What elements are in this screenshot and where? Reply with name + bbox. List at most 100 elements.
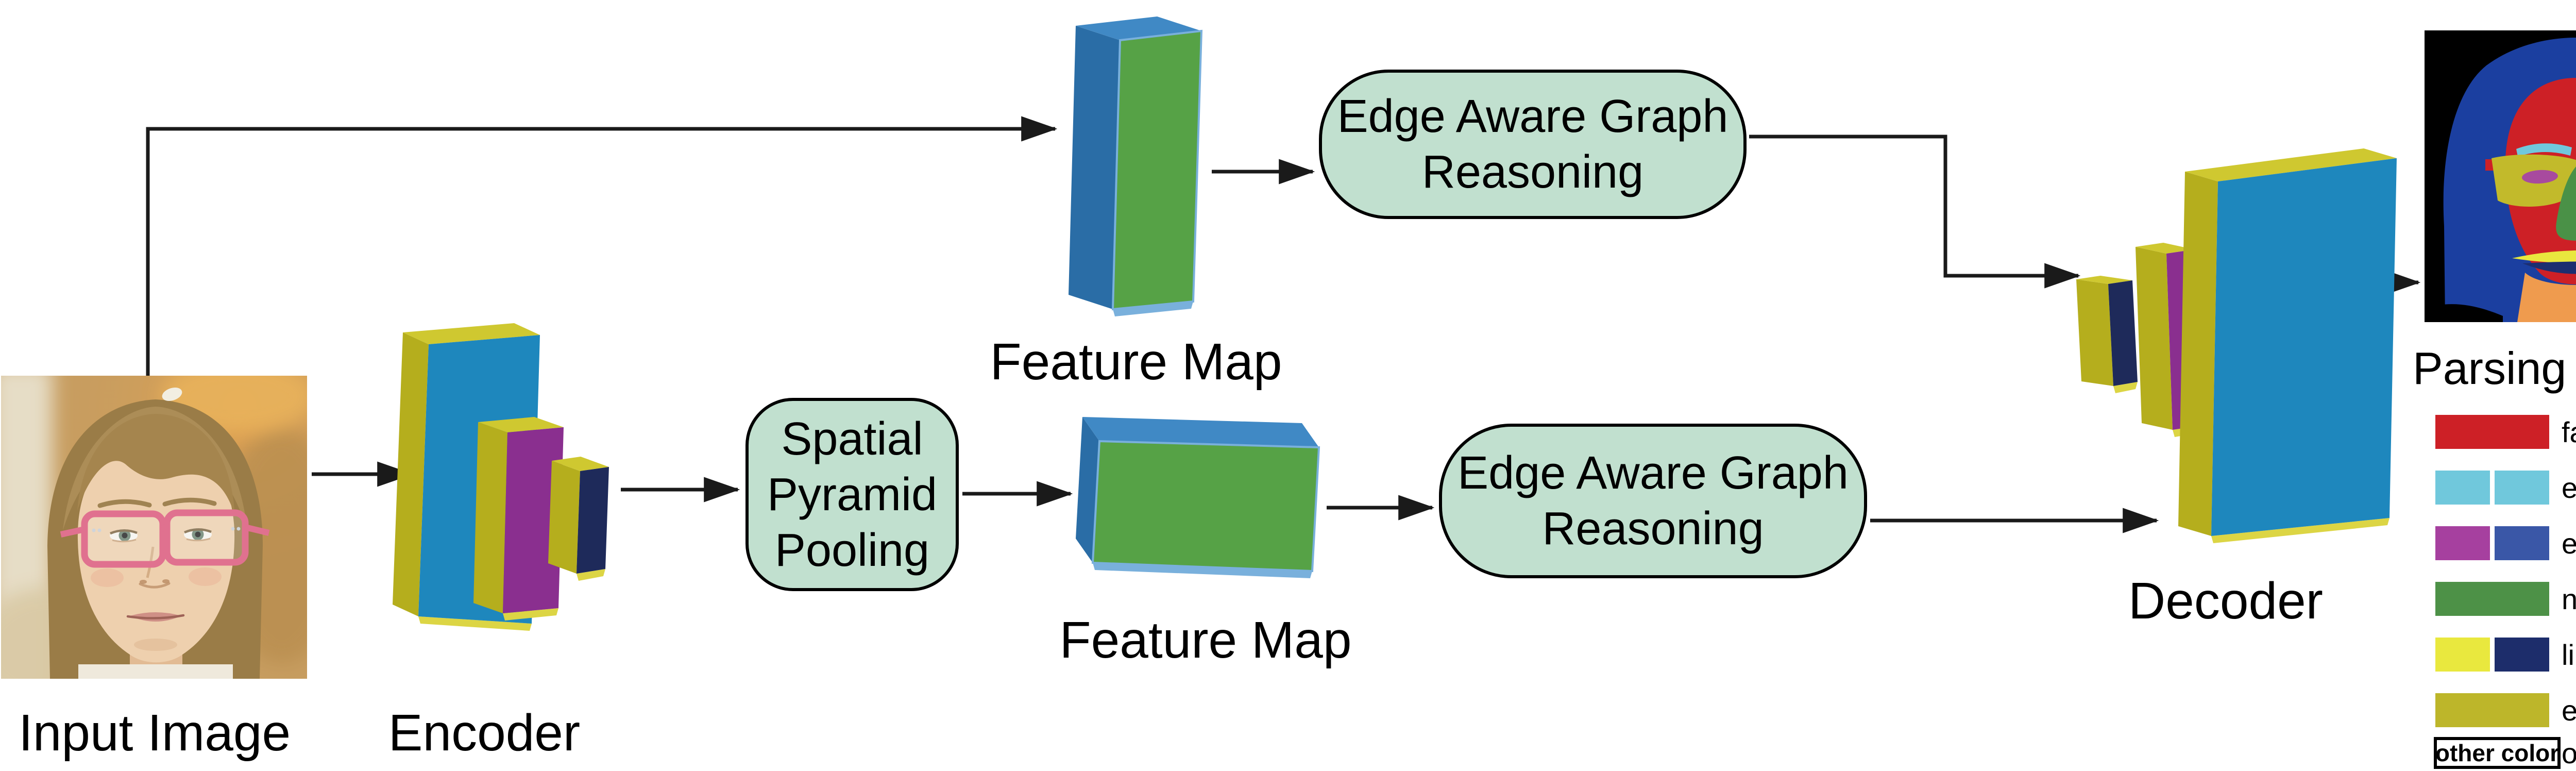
encoder-label: Encoder xyxy=(388,704,581,762)
legend-swatch-lips-2 xyxy=(2495,638,2549,672)
feature-map-top-slab-side-face xyxy=(1069,26,1120,309)
spp-line-3: Pooling xyxy=(774,524,930,576)
encoder-slab-purple xyxy=(473,417,564,621)
feature-map-bottom-slab-bottom-edge xyxy=(1093,563,1312,578)
encoder-slab-purple-front-face xyxy=(503,427,564,613)
line-eagr-top-to-decoder xyxy=(1749,135,2081,289)
feature-map-top-label: Feature Map xyxy=(990,333,1282,391)
map-neck xyxy=(2517,273,2576,322)
branch-line-to-top-feature-map xyxy=(146,116,1058,376)
glasses-hinge-dots xyxy=(92,527,241,532)
feature-map-top-slab-front-face xyxy=(1111,29,1203,311)
decoder-slab-navy-top-face xyxy=(2076,276,2132,284)
decoder-slab-blue xyxy=(2178,148,2397,543)
legend-label-nose: nose xyxy=(2562,582,2576,615)
shirt xyxy=(78,664,233,679)
feature-map-bottom-slab-front-face xyxy=(1091,440,1320,573)
lips xyxy=(130,612,181,622)
decoder-label: Decoder xyxy=(2128,572,2323,630)
feature-map-bottom-slab-top-face xyxy=(1082,417,1319,447)
map-lip-lower xyxy=(2522,261,2576,274)
spp-line-2: Pyramid xyxy=(767,468,938,521)
mouth-line xyxy=(126,614,185,619)
arrows-group xyxy=(146,116,2421,533)
legend-swatch-eyes-1 xyxy=(2435,526,2490,560)
encoder-slab-navy-front-face xyxy=(577,467,609,574)
legend-label-eyebrows: eyebrows xyxy=(2562,471,2576,504)
legend-other-color-box: other color xyxy=(2434,737,2561,769)
map-skin-spot xyxy=(2485,159,2494,171)
map-eyebrow-left xyxy=(2516,143,2572,157)
feature-map-bottom-label: Feature Map xyxy=(1059,611,1352,669)
eagr-top-line-1: Edge Aware Graph xyxy=(1337,91,1728,142)
eye-left xyxy=(110,529,138,543)
encoder-slab-purple-side-face xyxy=(473,422,507,613)
eyebrow-left xyxy=(97,499,152,508)
decoder-slab-blue-bottom-edge xyxy=(2211,518,2389,543)
legend-swatch-lips-1 xyxy=(2435,638,2490,672)
legend-swatch-nose-1 xyxy=(2435,582,2549,616)
decoder-slab-navy-front-face xyxy=(2108,280,2138,386)
encoder-slab-blue-top-face xyxy=(403,323,540,344)
eyeglasses xyxy=(60,509,270,568)
decoder-slab-navy-bottom-edge xyxy=(2113,382,2138,393)
parsing-map-label: Parsing MapMfa xyxy=(2413,336,2576,396)
nose-base xyxy=(139,582,171,589)
feature-map-top-slab xyxy=(1069,16,1203,316)
decoder-slab-purple-side-face xyxy=(2136,247,2173,430)
encoder-slab-navy-side-face xyxy=(548,461,580,574)
parsing-map-title-text: Parsing Map xyxy=(2413,343,2576,394)
feature-map-bottom-slab xyxy=(1076,417,1320,578)
legend-label-eyes: eyes xyxy=(2562,527,2576,560)
eagr-bottom-line-1: Edge Aware Graph xyxy=(1458,447,1849,499)
feature-map-bottom-slab-side-face xyxy=(1076,417,1099,563)
legend-swatch-eyeglasses-1 xyxy=(2435,693,2549,727)
decoder-slab-blue-side-face xyxy=(2178,172,2218,536)
encoder-slab-purple-top-face xyxy=(478,417,564,432)
input-image-label: Input Image xyxy=(18,704,291,762)
legend-swatch-eyebrows-2 xyxy=(2495,471,2549,505)
map-corner-left xyxy=(2425,304,2503,322)
encoder-slab-navy-bottom-edge xyxy=(577,569,605,581)
decoder-slab-blue-top-face xyxy=(2185,148,2397,181)
input-photo xyxy=(1,376,307,679)
encoder-slab-blue-side-face xyxy=(393,332,429,616)
feature-map-top-slab-bottom-edge xyxy=(1113,301,1193,316)
legend-swatch-eyes-2 xyxy=(2495,526,2549,560)
legend-label-face-skin: face skin xyxy=(2562,415,2576,448)
legend-swatch-face-skin-1 xyxy=(2435,415,2549,449)
hair-clip xyxy=(162,388,182,401)
decoder-slab-navy-side-face xyxy=(2076,279,2113,386)
edge-aware-graph-reasoning-box-bottom: Edge Aware Graph Reasoning xyxy=(1439,424,1867,578)
eagr-bottom-line-2: Reasoning xyxy=(1542,503,1764,555)
legend-label-lips: lips xyxy=(2562,638,2576,671)
nostril-left xyxy=(140,580,147,584)
cheek-left xyxy=(91,568,124,587)
legend-label-other-part: other part xyxy=(2562,736,2576,769)
slabs-group xyxy=(393,16,2397,631)
map-nose xyxy=(2556,166,2576,241)
parsing-map xyxy=(2425,30,2576,322)
eyebrow-right xyxy=(162,497,217,507)
map-eye-left xyxy=(2522,170,2558,184)
nostril-right xyxy=(162,579,170,583)
legend-swatch-eyebrows-1 xyxy=(2435,471,2490,505)
decoder-slab-blue-front-face xyxy=(2211,158,2397,536)
spp-line-1: Spatial xyxy=(781,413,923,465)
spp-box: Spatial Pyramid Pooling xyxy=(745,398,959,591)
encoder-slab-blue-bottom-edge xyxy=(418,616,532,631)
chin-shade xyxy=(134,639,177,651)
encoder-slab-purple-bottom-edge xyxy=(503,608,558,621)
map-lip-upper xyxy=(2512,250,2576,263)
hair-fringe xyxy=(77,414,235,516)
encoder-slab-navy xyxy=(548,457,609,581)
eye-right xyxy=(184,528,212,542)
legend-label-eyeglasses: eyeglasses xyxy=(2562,694,2576,727)
cheek-right xyxy=(189,567,222,586)
photo-girl xyxy=(47,388,270,679)
decoder-slab-purple-top-face xyxy=(2136,243,2194,254)
face xyxy=(77,442,235,663)
decoder-slab-navy xyxy=(2076,276,2138,393)
